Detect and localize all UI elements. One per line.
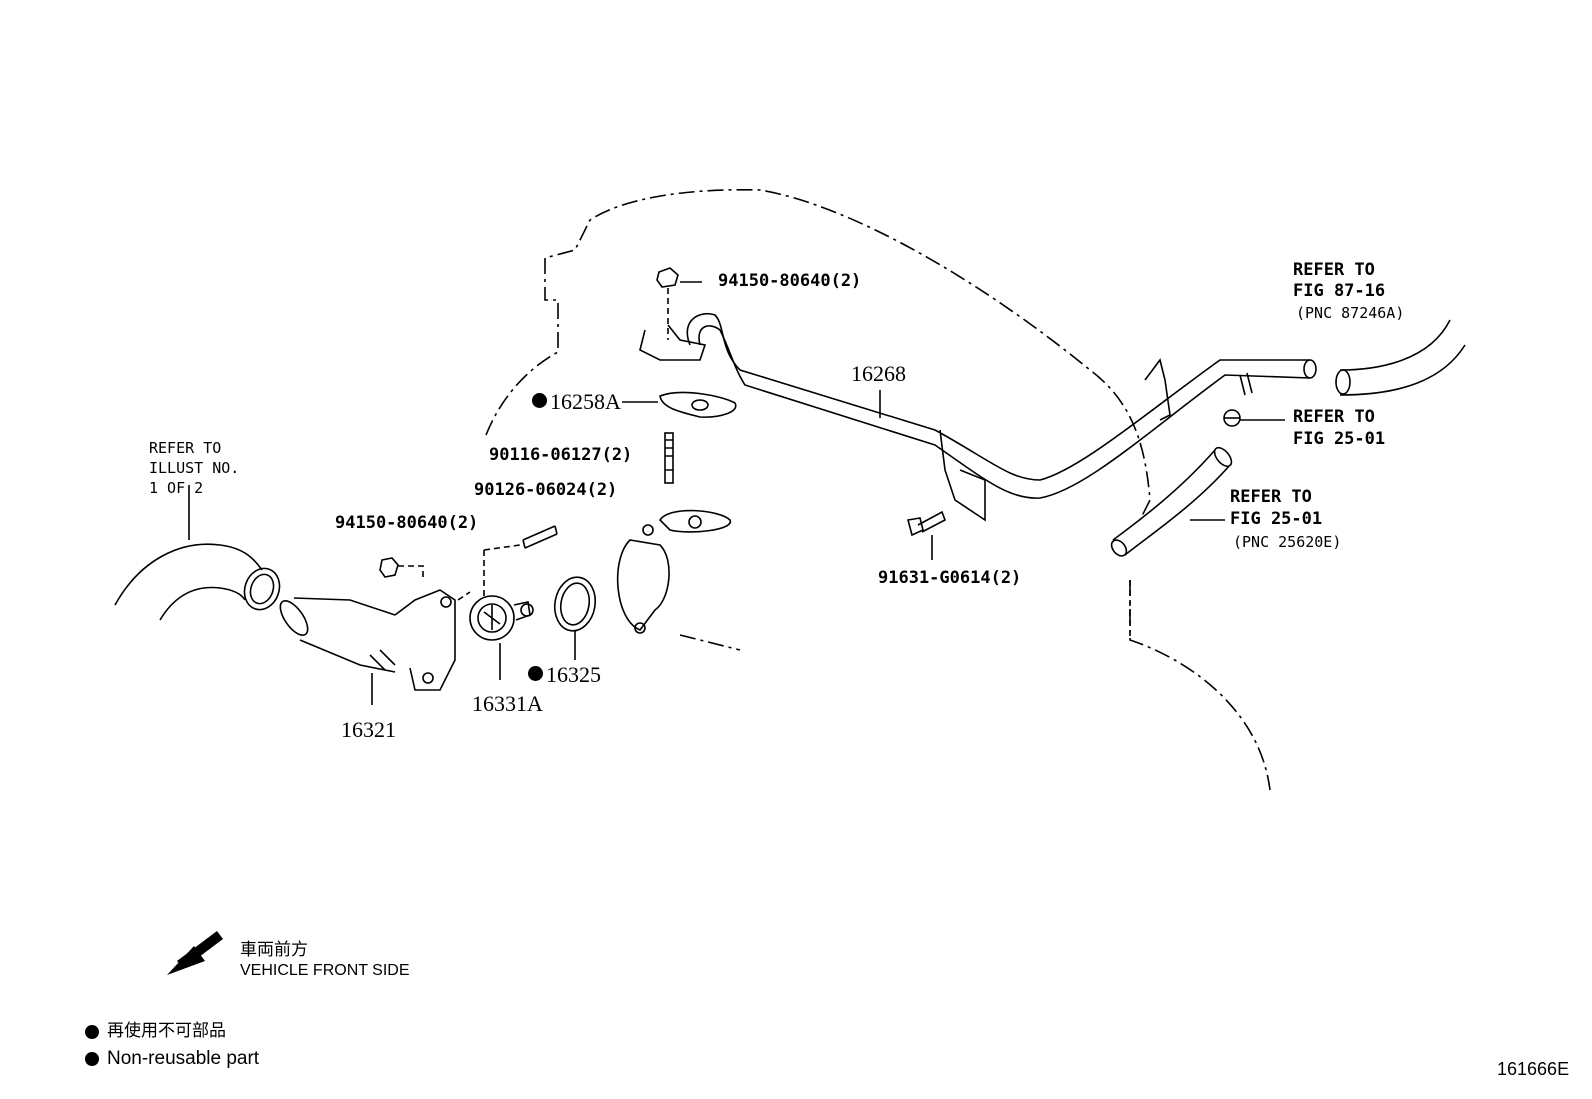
label-16331A: 16331A — [472, 691, 543, 716]
engine-outline-lower — [1129, 580, 1271, 791]
thermostat-16331A — [469, 595, 534, 641]
ref-lower-right-line2: FIG 25-01 — [1230, 509, 1323, 529]
ref-lower-right-line3: (PNC 25620E) — [1233, 533, 1342, 551]
label-16258A: 16258A — [532, 391, 621, 413]
ref-mid-right-line1: REFER TO — [1293, 407, 1375, 427]
front-direction-arrow-icon — [167, 931, 223, 975]
ref-lower-right-line1: REFER TO — [1230, 487, 1312, 507]
label-90126-06024: 90126-06024(2) — [474, 480, 618, 500]
ref-left-line1: REFER TO — [149, 439, 222, 457]
legend-marker-icon — [85, 1051, 99, 1066]
bypass-pipe-16268 — [639, 313, 1317, 499]
water-inlet-16321 — [279, 589, 456, 691]
label-16321: 16321 — [341, 717, 396, 742]
left-hose — [114, 543, 281, 621]
label-16268: 16268 — [851, 361, 906, 386]
ref-mid-right-line2: FIG 25-01 — [1293, 429, 1386, 449]
direction-jp: 車両前方 — [240, 940, 308, 959]
ref-left-line2: ILLUST NO. — [149, 459, 240, 477]
label-94150-80640-top: 94150-80640(2) — [718, 271, 862, 291]
label-16325: 16325 — [528, 664, 601, 686]
legend-en: Non-reusable part — [85, 1049, 259, 1068]
engine-outline — [485, 188, 1151, 521]
legend-en-text: Non-reusable part — [107, 1048, 260, 1069]
direction-en: VEHICLE FRONT SIDE — [240, 962, 410, 979]
legend-jp: 再使用不可部品 — [85, 1022, 226, 1039]
non-reusable-marker — [532, 393, 547, 408]
ref-top-right-line3: (PNC 87246A) — [1296, 304, 1405, 322]
legend-jp-text: 再使用不可部品 — [107, 1021, 226, 1040]
legend-marker-icon — [85, 1024, 99, 1039]
non-reusable-marker — [528, 666, 543, 681]
ref-top-right-line2: FIG 87-16 — [1293, 281, 1386, 301]
label-16325-text: 16325 — [546, 662, 601, 687]
figure-id: 161666E — [1497, 1059, 1570, 1079]
gasket-16325 — [553, 576, 597, 632]
ref-left-line3: 1 OF 2 — [149, 479, 204, 497]
ref-top-right-line1: REFER TO — [1293, 260, 1375, 280]
label-16258A-text: 16258A — [550, 389, 621, 414]
label-94150-80640-left: 94150-80640(2) — [335, 513, 479, 533]
label-90116-06127: 90116-06127(2) — [489, 445, 633, 465]
label-91631-G0614: 91631-G0614(2) — [878, 568, 1022, 588]
